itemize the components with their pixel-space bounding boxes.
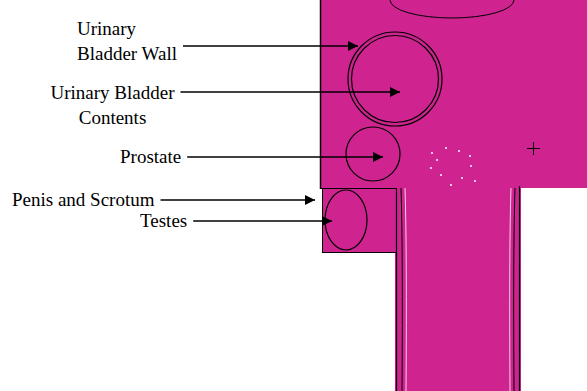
bone-dot [450, 184, 452, 186]
leader-arrow [180, 91, 400, 93]
bone-dot [445, 147, 447, 149]
part-label: Urinary Bladder Contents [30, 80, 195, 130]
upper-organ-outline [390, 0, 514, 18]
bone-dot [440, 174, 442, 176]
leg-outline [519, 186, 520, 391]
part-label: Penis and Scrotum [12, 189, 155, 211]
bone-dots [430, 147, 476, 186]
bladder-wall-inner [352, 36, 439, 123]
penis-scrotum-region [322, 188, 396, 252]
testes-outline [325, 190, 367, 250]
leg-outline [401, 188, 402, 391]
trunk-section [320, 0, 587, 188]
bone-dot [474, 180, 476, 182]
prostate-outline [346, 127, 400, 181]
bone-dot [461, 177, 463, 179]
body-outline [322, 252, 396, 253]
bladder-wall-outer [348, 32, 442, 126]
bone-dot [469, 155, 471, 157]
leg-outline [405, 188, 406, 391]
leg-outline [396, 188, 397, 391]
body-outline [320, 188, 396, 189]
part-label: Testes [140, 210, 187, 232]
leg-outline [510, 188, 511, 391]
part-label: Prostate [120, 146, 181, 168]
bone-dot [436, 159, 438, 161]
leader-arrow [187, 156, 383, 158]
body-outline [322, 188, 323, 252]
part-label: Urinary Bladder Wall [77, 16, 192, 66]
bone-dot [430, 167, 432, 169]
body-outline [320, 0, 322, 189]
leader-arrow [183, 45, 358, 47]
bone-dot [431, 152, 433, 154]
leg-outline [514, 188, 515, 391]
crosshair-marker [527, 142, 540, 155]
leader-arrow [193, 220, 332, 222]
leg-section [395, 186, 521, 391]
bone-dot [470, 165, 472, 167]
bone-dot [458, 150, 460, 152]
leader-arrow [161, 199, 316, 201]
